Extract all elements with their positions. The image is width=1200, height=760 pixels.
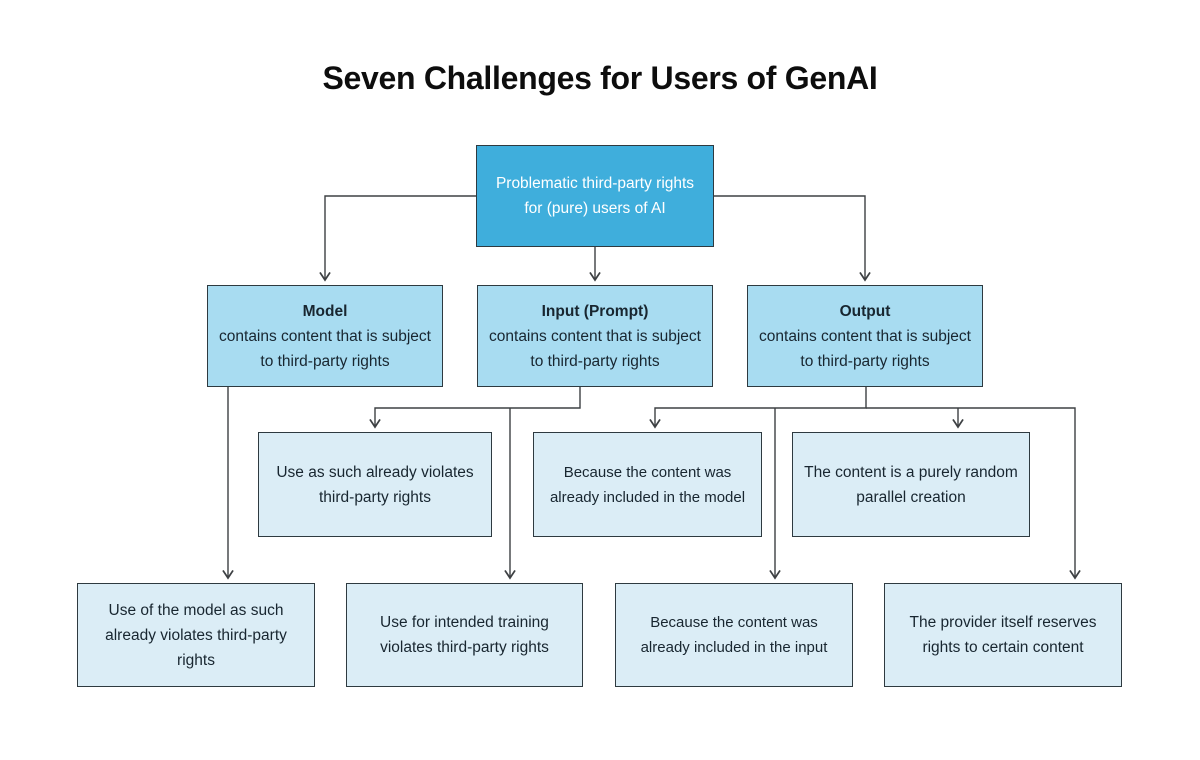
node-input-prompt: Input (Prompt) contains content that is …: [477, 285, 713, 387]
connector-output-to-provider-reserves: [866, 407, 1081, 580]
node-root-label: Problematic third-party rights for (pure…: [495, 175, 695, 217]
node-provider-reserves-rights: The provider itself reserves rights to c…: [884, 583, 1122, 687]
node-input-heading: Input (Prompt): [541, 302, 649, 320]
node-model-heading: Model: [302, 302, 348, 320]
node-use-of-model-violates-label: Use of the model as such already violate…: [105, 601, 287, 669]
connector-input-to-use-as-such: [369, 387, 581, 429]
node-provider-reserves-rights-label: The provider itself reserves rights to c…: [909, 614, 1097, 656]
node-output-heading: Output: [839, 302, 891, 320]
node-model: Model contains content that is subject t…: [207, 285, 443, 387]
connector-root-to-output: [714, 195, 871, 282]
node-content-included-in-input: Because the content was already included…: [615, 583, 853, 687]
node-model-body: contains content that is subject to thir…: [219, 327, 431, 370]
node-root-problematic-rights: Problematic third-party rights for (pure…: [476, 145, 714, 247]
connector-output-to-included-in-model: [649, 387, 867, 429]
node-content-included-in-model-label: Because the content was already included…: [549, 463, 746, 506]
node-output: Output contains content that is subject …: [747, 285, 983, 387]
node-content-included-in-model: Because the content was already included…: [533, 432, 762, 537]
node-use-as-such-violates-label: Use as such already violates third-party…: [276, 463, 474, 506]
node-input-body: contains content that is subject to thir…: [489, 327, 701, 370]
connector-root-to-model: [319, 195, 476, 282]
node-intended-training-violates: Use for intended training violates third…: [346, 583, 583, 687]
node-intended-training-violates-label: Use for intended training violates third…: [380, 614, 549, 656]
node-use-of-model-violates: Use of the model as such already violate…: [77, 583, 315, 687]
diagram-title: Seven Challenges for Users of GenAI: [322, 60, 878, 96]
node-content-included-in-input-label: Because the content was already included…: [640, 614, 828, 656]
node-random-parallel-creation-label: The content is a purely random parallel …: [804, 463, 1018, 506]
node-output-body: contains content that is subject to thir…: [759, 327, 971, 370]
node-use-as-such-violates: Use as such already violates third-party…: [258, 432, 492, 537]
node-random-parallel-creation: The content is a purely random parallel …: [792, 432, 1030, 537]
